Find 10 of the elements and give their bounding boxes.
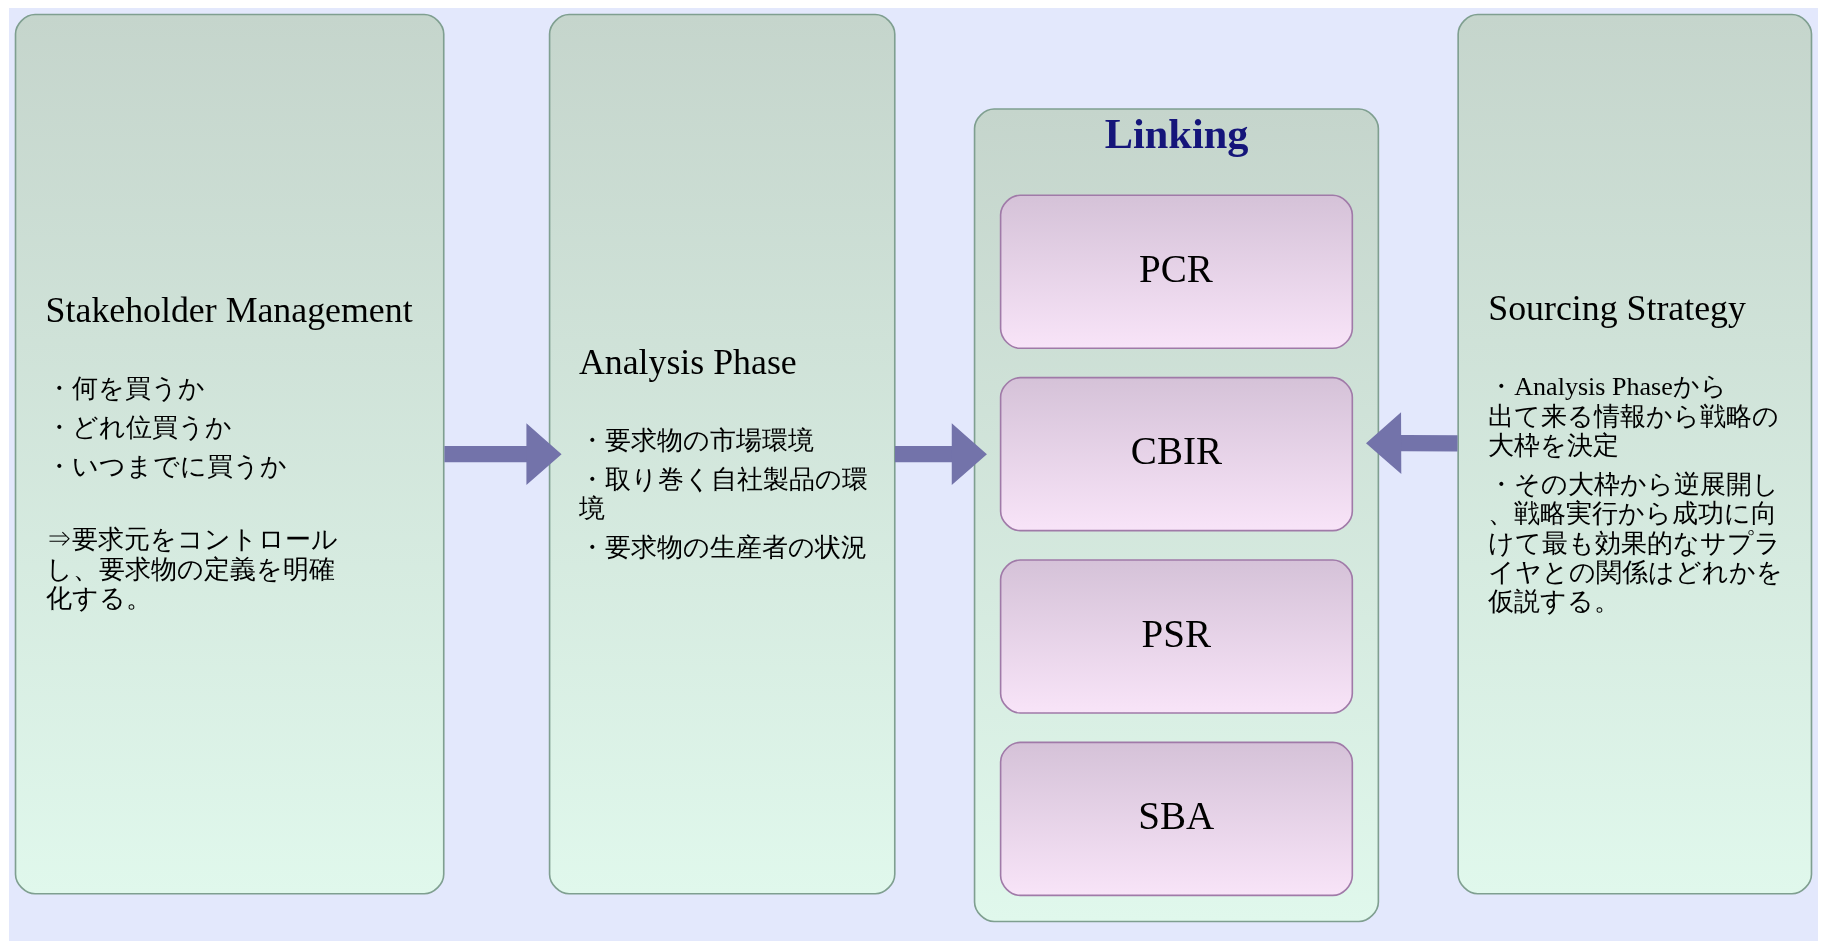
arrow (1365, 412, 1458, 474)
node-box: Sourcing Strategy ・Analysis Phaseから出て来る情報から戦略の大枠を決定 ・その大枠から逆展開し、戦略実行から成功に向けて最も効果的なサプライヤとの関係はどれかを仮説する。 (1456, 13, 1812, 895)
arrow (443, 423, 562, 485)
node-box: PSR (999, 559, 1353, 714)
node-box: PCR (999, 194, 1353, 350)
node-box: CBIR (999, 376, 1353, 532)
node-box: SBA (999, 741, 1353, 897)
node-box: Stakeholder Management ・何を買うか ・どれ位買うか ・いつまでに買うか ⇒要求元をコントロールし、要求物の定義を明確化する。 (14, 13, 445, 895)
node-box: Analysis Phase ・要求物の市場環境 ・取り巻く自社製品の環境 ・要求物の生産者の状況 (548, 13, 896, 895)
arrow (894, 423, 987, 485)
